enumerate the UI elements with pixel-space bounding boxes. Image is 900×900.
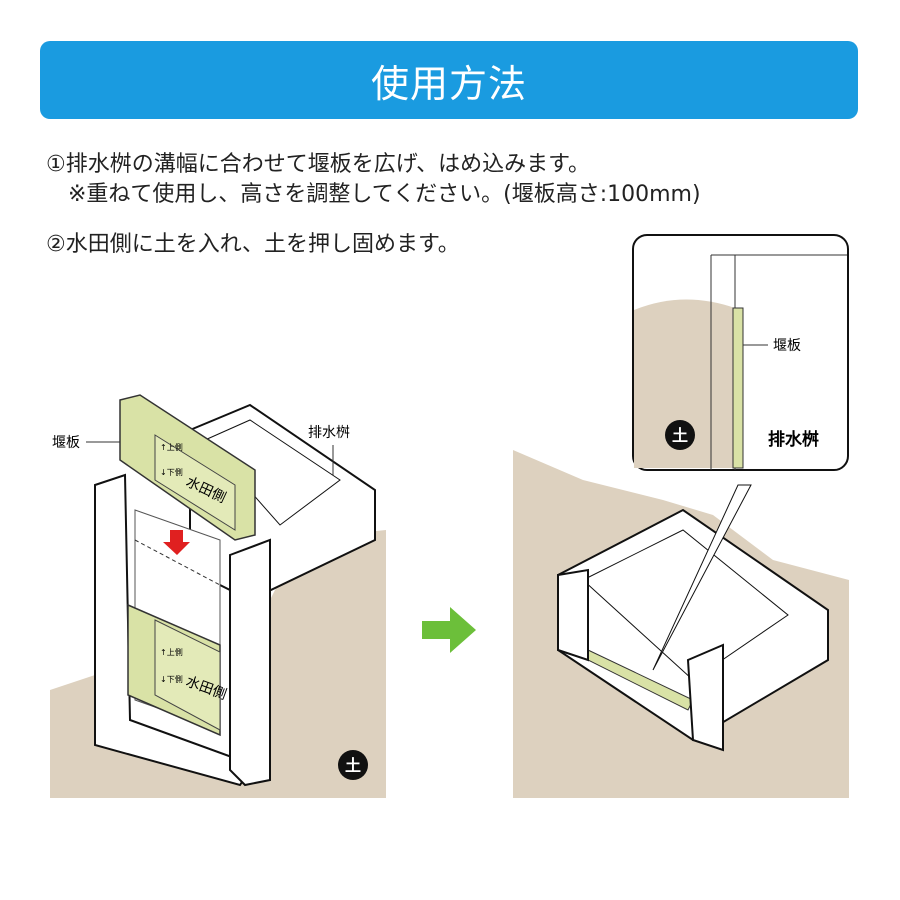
instruction-step-1: ①排水桝の溝幅に合わせて堰板を広げ、はめ込みます。: [46, 152, 590, 177]
left-illustration: ↑上側 ↓下側 水田側 ↑上側 ↓下側 水田側 堰板 排水桝 土: [50, 394, 386, 798]
board-bottom-side-label: ↓下側: [160, 674, 183, 684]
soil-badge-label: 土: [345, 756, 361, 775]
soil-badge-label: 土: [672, 426, 688, 445]
basin-label: 排水桝: [308, 425, 350, 441]
next-arrow-icon: [422, 607, 476, 653]
board-installed: ↑上側 ↓下側 水田側: [127, 603, 229, 737]
board-top-side-label: ↑上側: [160, 442, 183, 452]
soil-badge: [665, 420, 695, 450]
board-top: ↑上側 ↓下側 水田側: [119, 394, 256, 541]
down-arrow-icon: [163, 530, 190, 555]
board-label: 堰板: [773, 338, 801, 354]
board-label: 堰板: [52, 435, 80, 451]
title-banner: 使用方法: [40, 41, 858, 119]
right-illustration: 堰板 排水桝 土: [513, 234, 849, 798]
instruction-note: ※重ねて使用し、高さを調整してください。(堰板高さ:100mm): [68, 182, 701, 207]
zoom-callout: 堰板 排水桝 土: [632, 234, 849, 471]
soil-badge: [338, 750, 368, 780]
instruction-step-2: ②水田側に土を入れ、土を押し固めます。: [46, 232, 460, 257]
page-title: 使用方法: [370, 61, 527, 106]
board-top-side-label: ↑上側: [160, 647, 183, 657]
basin-label: 排水桝: [768, 429, 819, 450]
basin-front-right: [229, 538, 271, 787]
board-bottom-side-label: ↓下側: [160, 467, 183, 477]
